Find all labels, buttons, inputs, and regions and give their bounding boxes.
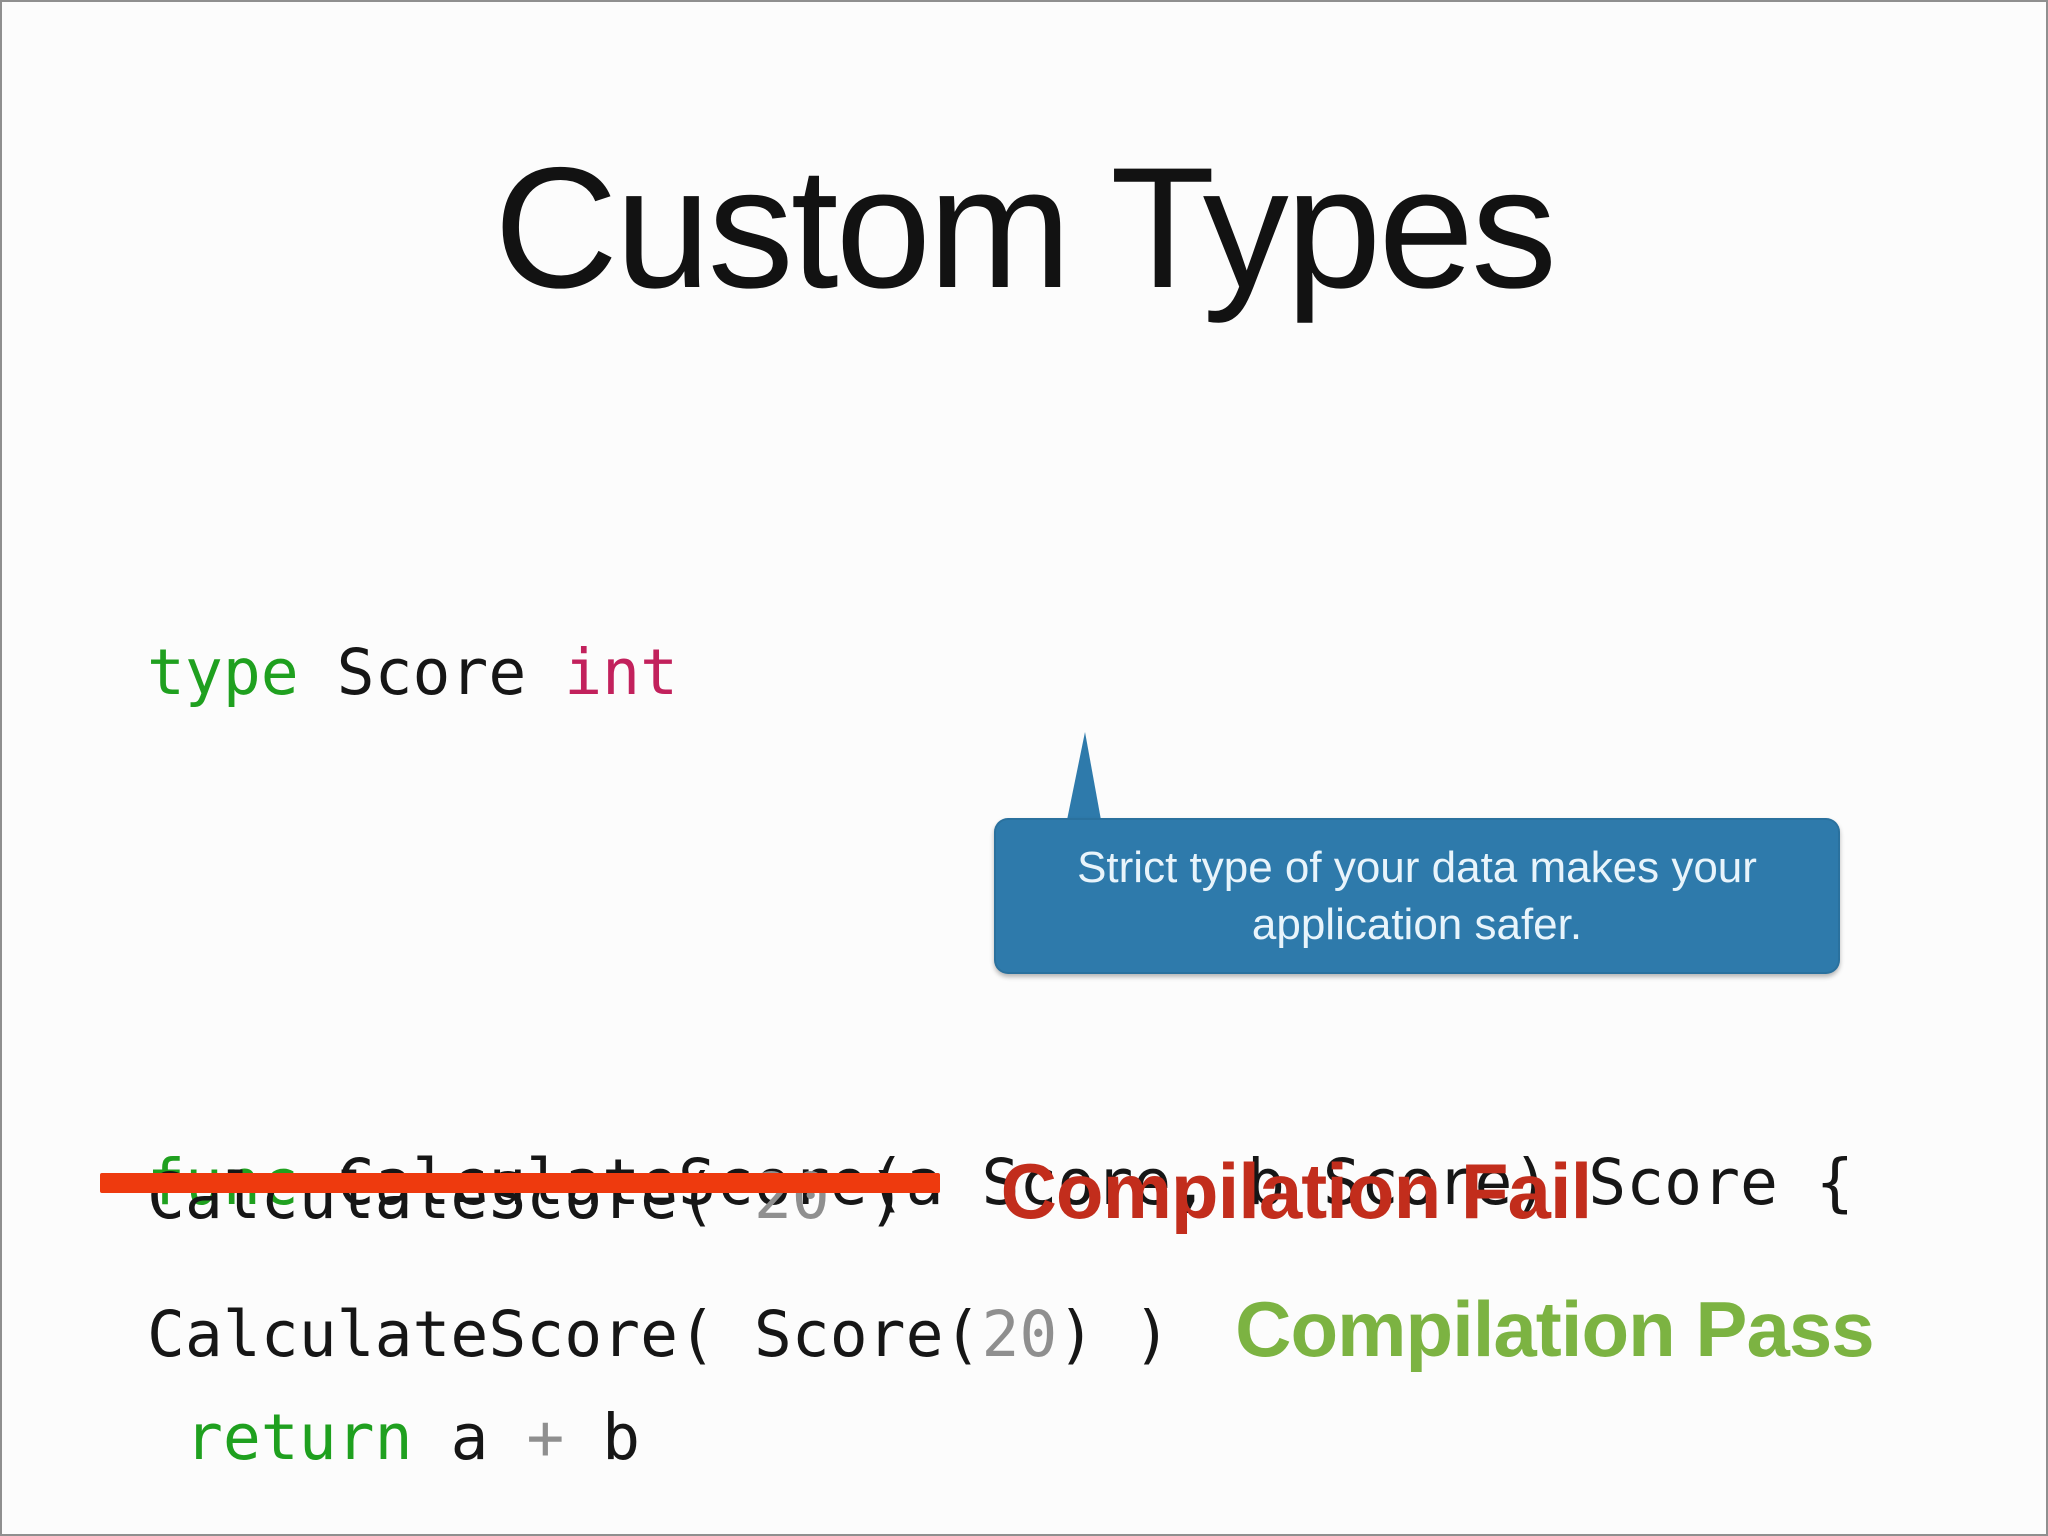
number-token: 20 bbox=[753, 1160, 830, 1233]
number-token: 20 bbox=[981, 1298, 1058, 1371]
code-token: ) bbox=[829, 1160, 906, 1233]
keyword-token: type bbox=[147, 636, 299, 709]
code-token: a bbox=[412, 1401, 527, 1474]
fail-label: Compilation Fail bbox=[1000, 1147, 1593, 1235]
typename-token: int bbox=[564, 636, 679, 709]
code-line-return: return a + b bbox=[147, 1395, 1854, 1480]
code-line-type-declaration: type Score int bbox=[147, 630, 1854, 715]
slide-title: Custom Types bbox=[493, 132, 1557, 324]
indent-token bbox=[147, 1401, 185, 1474]
code-token: Score bbox=[298, 636, 565, 709]
code-token: b bbox=[564, 1401, 641, 1474]
pass-label: Compilation Pass bbox=[1235, 1285, 1874, 1373]
keyword-token: return bbox=[184, 1401, 413, 1474]
pass-row: CalculateScore( Score(20) ) Compilation … bbox=[147, 1285, 1875, 1373]
code-token: ) ) bbox=[1057, 1298, 1172, 1371]
operator-token: + bbox=[526, 1401, 565, 1474]
tooltip-callout: Strict type of your data makes your appl… bbox=[994, 818, 1840, 974]
code-block: type Score int func CalculateScore(a Sco… bbox=[147, 460, 1854, 1534]
strikethrough-bar bbox=[100, 1173, 940, 1193]
pass-code: CalculateScore( Score(20) ) bbox=[147, 1303, 1171, 1366]
code-token: CalculateScore( Score( bbox=[147, 1298, 982, 1371]
tooltip-text: Strict type of your data makes your appl… bbox=[1077, 843, 1757, 949]
tooltip-tail bbox=[1067, 732, 1101, 820]
code-token: CalculateScore( bbox=[147, 1160, 754, 1233]
